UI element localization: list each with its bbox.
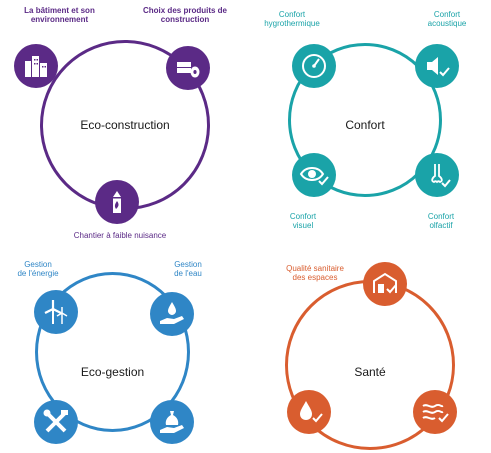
water-drop-node xyxy=(287,390,331,434)
eye-icon xyxy=(298,160,330,190)
caption-visuel: Confort visuel xyxy=(289,212,317,230)
confort-title: Confort xyxy=(345,118,385,132)
waste-bag-icon xyxy=(157,407,187,437)
construction-site-icon xyxy=(103,188,131,216)
caption-qualite-sanitaire: Qualité sanitaire des espaces xyxy=(286,264,344,282)
tools-node xyxy=(34,400,78,444)
buildings-icon xyxy=(22,52,50,80)
confort-ring xyxy=(288,43,442,197)
air-waves-node xyxy=(413,390,457,434)
confort-panel: Confort Confort hygrothermique Confort a… xyxy=(245,0,491,240)
eco-gestion-panel: Eco-gestion Gestion de l'énergie Gestion… xyxy=(0,240,245,453)
caption-produits-construction: Choix des produits de construction xyxy=(142,6,227,24)
construction-site-node xyxy=(95,180,139,224)
waste-bag-node xyxy=(150,400,194,444)
caption-chantier: Chantier à faible nuisance xyxy=(73,231,167,240)
construction-materials-icon xyxy=(174,54,202,82)
buildings-node xyxy=(14,44,58,88)
tools-icon xyxy=(41,407,71,437)
nose-node xyxy=(415,153,459,197)
caption-batiment-environnement: La bâtiment et son environnement xyxy=(24,6,95,24)
sante-panel: Santé Qualité sanitaire des espaces xyxy=(245,240,491,453)
water-drop-icon xyxy=(294,397,324,427)
wind-turbine-node xyxy=(34,290,78,334)
indoor-space-node xyxy=(363,262,407,306)
speaker-icon xyxy=(422,51,452,81)
eye-node xyxy=(292,153,336,197)
indoor-space-icon xyxy=(370,269,400,299)
nose-icon xyxy=(422,160,452,190)
caption-hygrothermique: Confort hygrothermique xyxy=(264,10,320,28)
air-waves-icon xyxy=(420,397,450,427)
thermometer-node xyxy=(292,44,336,88)
caption-olfactif: Confort olfactif xyxy=(427,212,455,230)
construction-materials-node xyxy=(166,46,210,90)
speaker-node xyxy=(415,44,459,88)
wind-turbine-icon xyxy=(41,297,71,327)
eco-construction-panel: Eco-construction La bâtiment et son envi… xyxy=(0,0,245,240)
eco-construction-title: Eco-construction xyxy=(80,118,170,132)
water-hand-icon xyxy=(157,299,187,329)
sante-title: Santé xyxy=(354,365,386,379)
eco-gestion-ring xyxy=(35,272,190,432)
caption-acoustique: Confort acoustique xyxy=(427,10,467,28)
caption-eau: Gestion de l'eau xyxy=(174,260,202,278)
eco-gestion-title: Eco-gestion xyxy=(80,365,145,379)
thermometer-gauge-icon xyxy=(299,51,329,81)
caption-energie: Gestion de l'énergie xyxy=(17,260,59,278)
water-hand-node xyxy=(150,292,194,336)
